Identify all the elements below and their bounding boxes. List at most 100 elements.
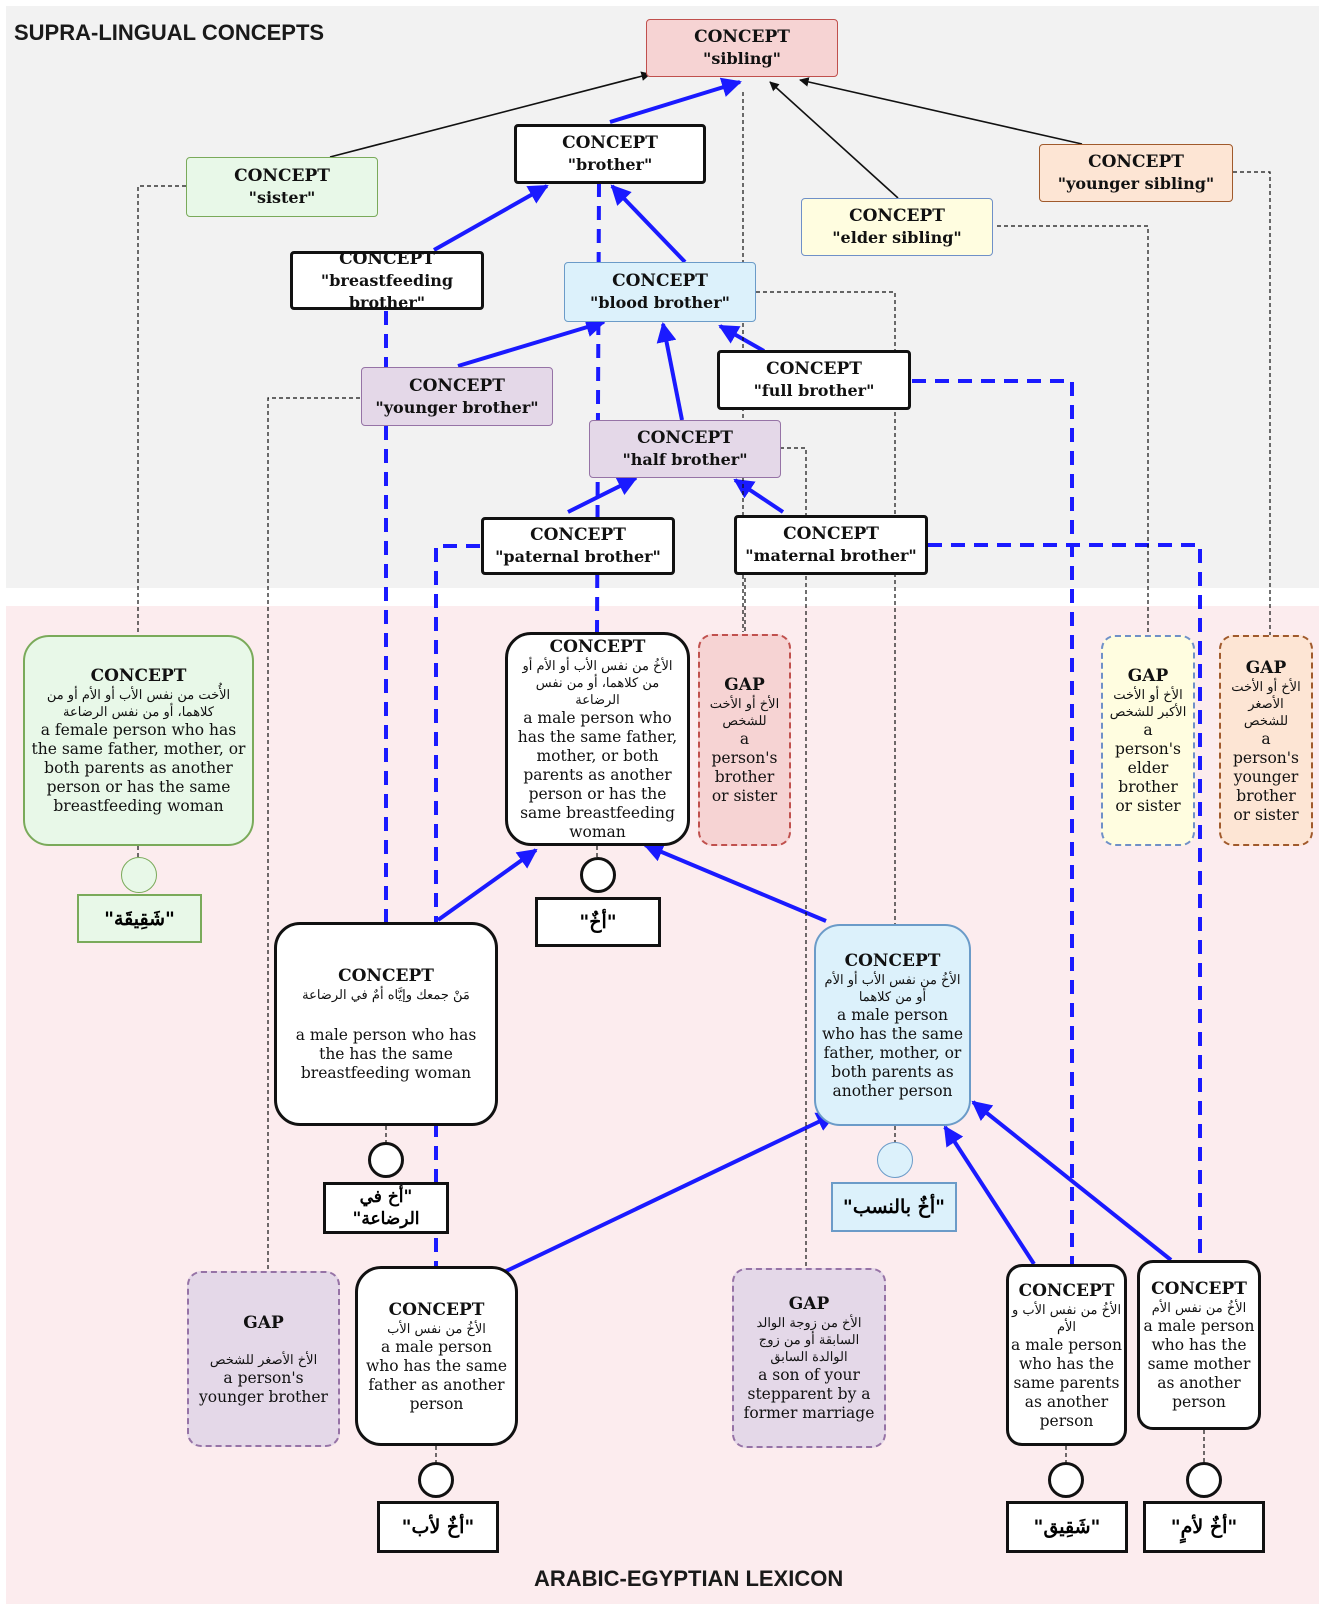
- concept-half-brother[interactable]: CONCEPT "half brother": [589, 420, 781, 478]
- lexicalization-node: [877, 1142, 913, 1178]
- english-definition: a female person who has the same father,…: [31, 721, 246, 815]
- lex-concept-paternal-brother[interactable]: CONCEPT الأخُ من نفس الأب a male person …: [355, 1266, 518, 1446]
- concept-term: "full brother": [753, 381, 875, 400]
- arabic-definition: الأخُ من نفس الأم: [1151, 1301, 1247, 1316]
- concept-maternal-brother[interactable]: CONCEPT "maternal brother": [734, 515, 928, 575]
- lex-concept-sister[interactable]: CONCEPT الأُخت من نفس الأب أو الأم أو من…: [23, 635, 254, 846]
- arabic-definition: الأخ أو الأخت الأكبر للشخص: [1109, 688, 1187, 720]
- lexicalization-node: [1186, 1462, 1222, 1498]
- word-akh-li-ab[interactable]: "أخٌ لأب": [377, 1501, 499, 1553]
- concept-label: CONCEPT: [1018, 1280, 1115, 1301]
- concept-label: CONCEPT: [388, 1299, 485, 1320]
- lexicalization-node: [368, 1142, 404, 1178]
- gap-label: GAP: [243, 1312, 284, 1333]
- concept-sister[interactable]: CONCEPT "sister": [186, 157, 378, 217]
- concept-term: "blood brother": [590, 293, 730, 312]
- gap-label: GAP: [724, 675, 765, 695]
- word-akh-li-umm[interactable]: "أخٌ لأمٍ": [1143, 1501, 1265, 1553]
- concept-full-brother[interactable]: CONCEPT "full brother": [717, 350, 911, 410]
- lex-concept-full-brother[interactable]: CONCEPT الأخُ من نفس الأب و الأم a male …: [1006, 1264, 1127, 1446]
- concept-label: CONCEPT: [409, 375, 505, 396]
- concept-label: CONCEPT: [694, 27, 790, 47]
- english-definition: a male person who has the same father as…: [366, 1337, 507, 1413]
- concept-label: CONCEPT: [562, 133, 658, 153]
- concept-label: CONCEPT: [338, 966, 434, 986]
- lex-concept-breastfeeding-brother[interactable]: CONCEPT مَنْ جمعك وإيَّاه أمٌ في الرضاعة…: [274, 922, 498, 1126]
- concept-label: CONCEPT: [1088, 152, 1184, 172]
- concept-label: CONCEPT: [849, 206, 945, 226]
- gap-elder-sibling[interactable]: GAP الأخ أو الأخت الأكبر للشخص a person'…: [1101, 635, 1195, 846]
- english-definition: a person's younger brother: [199, 1368, 328, 1406]
- arabic-definition: الأخُ من نفس الأب أو الأم أو من كلاهما: [824, 972, 961, 1005]
- concept-label: CONCEPT: [844, 950, 941, 971]
- lex-concept-maternal-brother[interactable]: CONCEPT الأخُ من نفس الأم a male person …: [1137, 1260, 1261, 1430]
- gap-label: GAP: [1245, 657, 1287, 678]
- concept-label: CONCEPT: [549, 637, 646, 657]
- concept-term: "paternal brother": [495, 547, 661, 566]
- word-akh-bil-nasab[interactable]: "أخٌ بالنسب": [831, 1182, 957, 1232]
- concept-term: "half brother": [622, 450, 748, 469]
- concept-term: "younger sibling": [1057, 174, 1215, 193]
- arabic-definition: الأخ من زوجة الوالد السابقة أو من زوج ال…: [756, 1316, 862, 1365]
- arabic-definition: الأخُ من نفس الأب أو الأم أو من كلاهما، …: [522, 659, 673, 708]
- gap-sibling[interactable]: GAP الأخ أو الأخت للشخص a person's broth…: [698, 634, 791, 846]
- english-definition: a son of your stepparent by a former mar…: [743, 1366, 875, 1422]
- concept-brother[interactable]: CONCEPT "brother": [514, 124, 706, 184]
- english-definition: a person's elder brother or sister: [1115, 721, 1181, 815]
- word-shaqiqa[interactable]: "شَقِيقَة": [77, 894, 202, 943]
- gap-label: GAP: [788, 1294, 830, 1314]
- section-title-supra: SUPRA-LINGUAL CONCEPTS: [14, 20, 325, 45]
- english-definition: a person's younger brother or sister: [1233, 729, 1299, 824]
- concept-sibling[interactable]: CONCEPT "sibling": [646, 19, 838, 77]
- concept-label: CONCEPT: [90, 666, 187, 686]
- concept-label: CONCEPT: [637, 428, 733, 448]
- concept-blood-brother[interactable]: CONCEPT "blood brother": [564, 262, 756, 322]
- word-shaqiq[interactable]: "شَقِيق": [1006, 1501, 1128, 1553]
- lexicalization-node: [580, 857, 616, 893]
- lexicalization-node: [418, 1462, 454, 1498]
- lex-concept-blood-brother[interactable]: CONCEPT الأخُ من نفس الأب أو الأم أو من …: [814, 924, 971, 1126]
- lexicalization-node: [121, 857, 157, 893]
- gap-step-brother[interactable]: GAP الأخ من زوجة الوالد السابقة أو من زو…: [732, 1268, 886, 1448]
- english-definition: a male person who has the same mother as…: [1143, 1317, 1255, 1411]
- concept-label: CONCEPT: [783, 524, 879, 544]
- english-definition: a male person who has the same parents a…: [1011, 1335, 1122, 1430]
- concept-term: "elder sibling": [832, 228, 962, 247]
- concept-label: CONCEPT: [530, 525, 626, 545]
- concept-label: CONCEPT: [1151, 1279, 1247, 1299]
- gap-younger-sibling[interactable]: GAP الأخ أو الأخت الأصغر للشخص a person'…: [1219, 635, 1313, 846]
- arabic-definition: الأخُ من نفس الأب و الأم: [1011, 1302, 1122, 1335]
- concept-label: CONCEPT: [339, 248, 435, 269]
- word-akh[interactable]: "أخٌ": [535, 897, 661, 947]
- concept-paternal-brother[interactable]: CONCEPT "paternal brother": [481, 517, 675, 575]
- concept-term: "breastfeeding brother": [320, 270, 454, 312]
- english-definition: a male person who has the has the same b…: [295, 1026, 477, 1082]
- concept-term: "maternal brother": [745, 546, 917, 565]
- arabic-definition: الأخُ من نفس الأب: [387, 1321, 486, 1337]
- concept-term: "sibling": [703, 49, 781, 68]
- concept-breastfeeding-brother[interactable]: CONCEPT "breastfeeding brother": [290, 248, 484, 312]
- concept-label: CONCEPT: [234, 166, 330, 186]
- english-definition: a male person who has the same father, m…: [822, 1005, 963, 1100]
- arabic-definition: الأخ أو الأخت للشخص: [709, 697, 780, 729]
- lexicalization-node: [1048, 1462, 1084, 1498]
- concept-younger-brother[interactable]: CONCEPT "younger brother": [361, 367, 553, 426]
- arabic-definition: الأُخت من نفس الأب أو الأم أو من كلاهما،…: [46, 688, 231, 720]
- concept-term: "sister": [248, 188, 316, 207]
- concept-elder-sibling[interactable]: CONCEPT "elder sibling": [801, 198, 993, 256]
- concept-younger-sibling[interactable]: CONCEPT "younger sibling": [1039, 144, 1233, 202]
- gap-label: GAP: [1127, 666, 1169, 686]
- concept-label: CONCEPT: [612, 271, 708, 291]
- arabic-definition: الأخ الأصغر للشخص: [209, 1352, 318, 1368]
- word-akh-fi-al-radaa[interactable]: "أخ في الرضاعة": [323, 1182, 449, 1234]
- concept-label: CONCEPT: [766, 359, 862, 379]
- concept-term: "brother": [567, 155, 653, 174]
- gap-younger-brother[interactable]: GAP الأخ الأصغر للشخص a person's younger…: [187, 1271, 340, 1447]
- lex-concept-brother[interactable]: CONCEPT الأخُ من نفس الأب أو الأم أو من …: [505, 632, 690, 846]
- section-title-lexicon: ARABIC-EGYPTIAN LEXICON: [534, 1566, 844, 1591]
- english-definition: a male person who has the same father, m…: [517, 709, 678, 841]
- arabic-definition: الأخ أو الأخت الأصغر للشخص: [1231, 679, 1301, 729]
- arabic-definition: مَنْ جمعك وإيَّاه أمٌ في الرضاعة: [302, 988, 470, 1003]
- english-definition: a person's brother or sister: [711, 730, 778, 805]
- concept-term: "younger brother": [375, 397, 539, 417]
